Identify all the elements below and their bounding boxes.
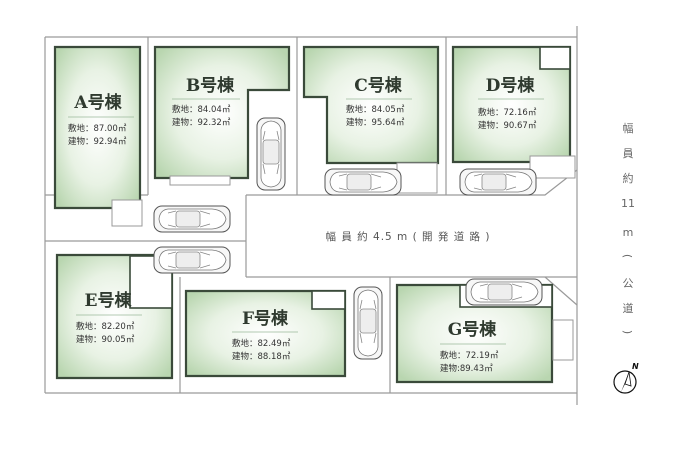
lot-e-title: E号棟 [85, 290, 133, 311]
lot-a-building: 建物：92.94㎡ [68, 136, 127, 147]
entrance-steps [111, 155, 576, 361]
lot-g-land: 敷地：72.19㎡ [440, 350, 499, 361]
lot-a-label: A号棟 敷地：87.00㎡ 建物：92.94㎡ [68, 92, 134, 147]
lot-e-label: E号棟 敷地：82.20㎡ 建物：90.05㎡ [76, 290, 142, 345]
public-road-char: 道 [623, 301, 634, 315]
lot-f-title: F号棟 [242, 308, 289, 329]
lot-e-land: 敷地：82.20㎡ [76, 321, 135, 332]
lot-d-title: D号棟 [486, 75, 536, 96]
public-road-label: 幅 員 約 11 m ( 公 道 ) [621, 122, 635, 334]
lot-c-label: C号棟 敷地：84.05㎡ 建物：95.64㎡ [346, 75, 412, 128]
lot-a-land: 敷地：87.00㎡ [68, 123, 127, 134]
private-road-label: 幅 員 約 4.5 m ( 開 発 道 路 ) [326, 230, 491, 243]
house-b [153, 45, 291, 180]
lot-b-title: B号棟 [186, 75, 235, 96]
car-g [465, 278, 543, 306]
car-c [324, 168, 402, 196]
lot-f-label: F号棟 敷地：82.49㎡ 建物：88.18㎡ [232, 308, 298, 362]
lot-c-land: 敷地：84.05㎡ [346, 104, 405, 115]
lot-a-title: A号棟 [73, 92, 122, 113]
lot-d-land: 敷地：72.16㎡ [478, 107, 537, 118]
lot-b-label: B号棟 敷地：84.04㎡ 建物：92.32㎡ [172, 75, 240, 128]
lot-b-building: 建物：92.32㎡ [172, 117, 231, 128]
public-road-char: 幅 [623, 122, 634, 135]
public-road-char: m [623, 226, 634, 239]
public-road-char: 公 [623, 277, 634, 290]
public-road-char: 約 [623, 171, 634, 185]
house-f [184, 289, 347, 378]
car-f [353, 286, 383, 360]
lot-f-land: 敷地：82.49㎡ [232, 338, 291, 349]
compass-icon: N [613, 362, 639, 394]
lot-b-land: 敷地：84.04㎡ [172, 104, 231, 115]
lot-g-title: G号棟 [448, 319, 498, 340]
car-b [256, 117, 286, 191]
lot-f-building: 建物：88.18㎡ [232, 351, 291, 362]
public-road-char: ( [621, 254, 634, 258]
car-a1 [153, 205, 231, 233]
public-road-char: 11 [621, 197, 635, 210]
lot-g-building: 建物:89.43㎡ [440, 363, 493, 374]
public-road-char: 員 [623, 147, 634, 160]
lot-d-label: D号棟 敷地：72.16㎡ 建物：90.67㎡ [478, 75, 544, 131]
car-d [459, 168, 537, 196]
public-road-char: ) [621, 330, 634, 334]
lot-g-label: G号棟 敷地：72.19㎡ 建物:89.43㎡ [440, 319, 506, 374]
lot-c-title: C号棟 [354, 75, 403, 96]
lot-d-building: 建物：90.67㎡ [478, 120, 537, 131]
compass-north-label: N [632, 362, 639, 371]
house-c [302, 45, 440, 165]
car-e1 [153, 246, 231, 274]
lot-e-building: 建物：90.05㎡ [76, 334, 135, 345]
lot-c-building: 建物：95.64㎡ [346, 117, 405, 128]
